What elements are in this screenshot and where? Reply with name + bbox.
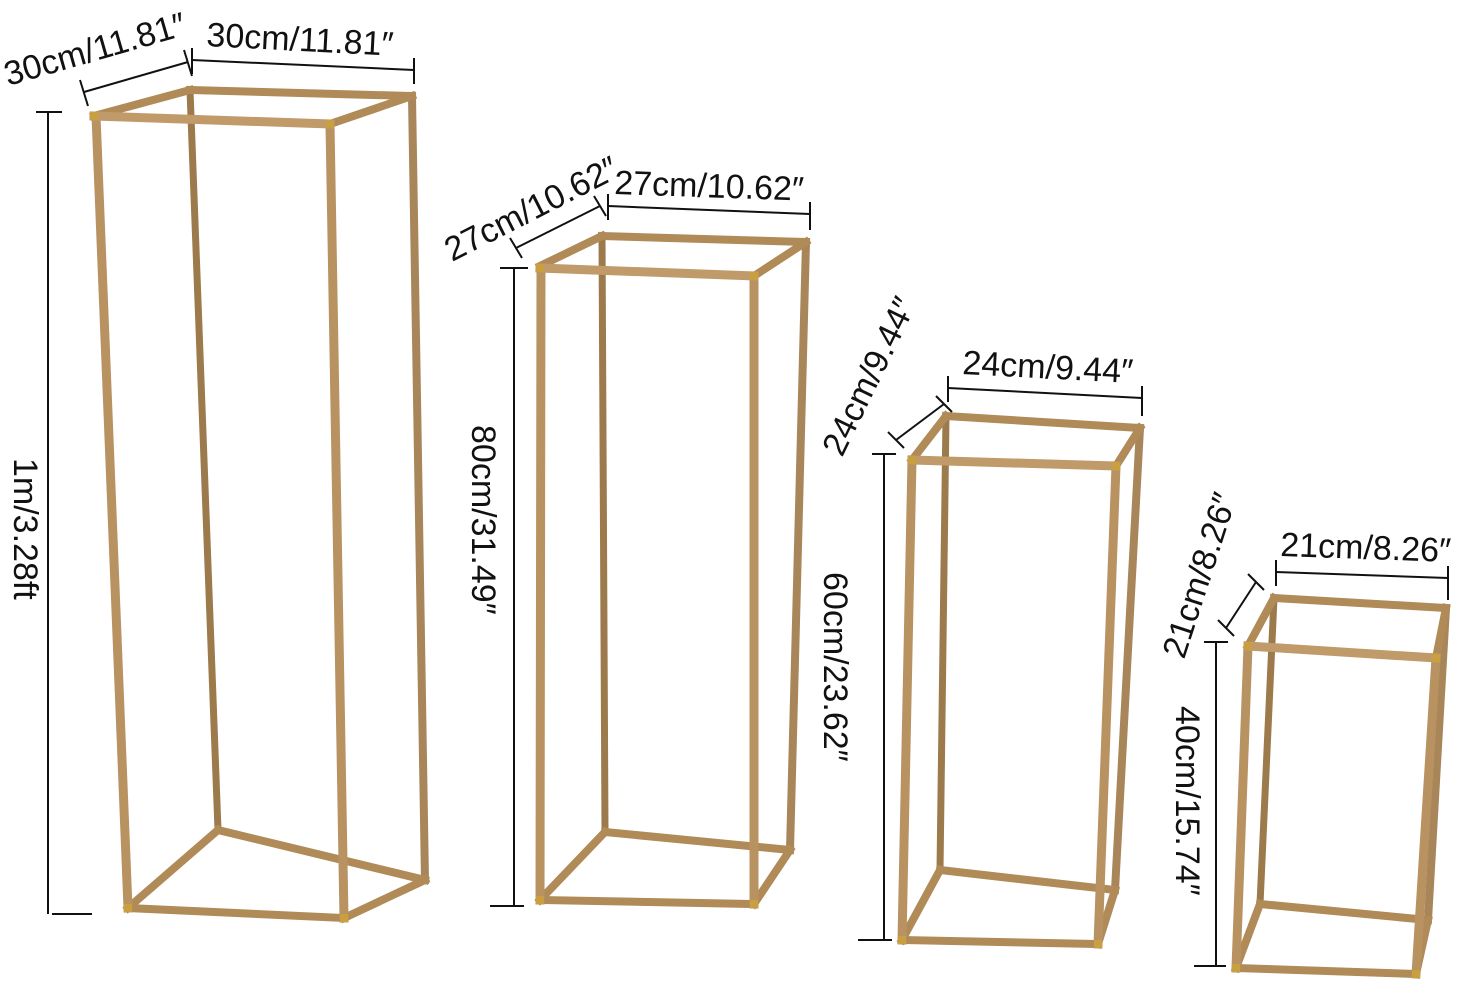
stand-100cm: 1m/3.28ft 30cm/11.81″ 30cm/11.81″ [0,6,431,924]
stand-80cm-depth-label: 27cm/10.62″ [438,149,624,269]
stand-40cm: 40cm/15.74″ 21cm/8.26″ 21cm/8.26″ [1155,488,1452,979]
stand-40cm-height-dimension: 40cm/15.74″ [1168,641,1228,967]
stand-80cm-frame [534,230,812,910]
stand-40cm-frame [1230,592,1451,979]
stand-100cm-depth-dimension: 30cm/11.81″ [0,6,193,107]
stand-60cm-width-label: 24cm/9.44″ [962,344,1135,391]
stand-80cm-depth-dimension: 27cm/10.62″ [438,149,624,269]
stand-40cm-height-label: 40cm/15.74″ [1168,706,1206,896]
stand-60cm-depth-label: 24cm/9.44″ [815,291,924,461]
stand-40cm-depth-label: 21cm/8.26″ [1155,488,1244,662]
stand-60cm-width-dimension: 24cm/9.44″ [947,344,1143,416]
stand-60cm-height-dimension: 60cm/23.62″ [816,453,896,941]
stand-40cm-depth-dimension: 21cm/8.26″ [1155,488,1265,662]
stand-60cm-height-label: 60cm/23.62″ [816,572,854,762]
stand-60cm: 60cm/23.62″ 24cm/9.44″ 24cm/9.44″ [815,291,1146,950]
stand-80cm: 80cm/31.49″ 27cm/10.62″ 27cm/10.62″ [438,149,812,910]
stand-100cm-height-dimension: 1m/3.28ft [6,111,92,915]
stand-80cm-height-dimension: 80cm/31.49″ [464,267,528,907]
stand-100cm-height-label: 1m/3.28ft [6,458,44,600]
stand-100cm-width-label: 30cm/11.81″ [206,16,395,64]
stand-40cm-width-label: 21cm/8.26″ [1280,526,1452,570]
stand-40cm-width-dimension: 21cm/8.26″ [1275,526,1452,600]
stand-80cm-width-label: 27cm/10.62″ [614,164,805,209]
stand-80cm-width-dimension: 27cm/10.62″ [607,164,811,230]
stand-60cm-frame [896,410,1146,950]
stand-100cm-width-dimension: 30cm/11.81″ [191,16,415,84]
stand-100cm-depth-label: 30cm/11.81″ [0,6,190,94]
stand-80cm-height-label: 80cm/31.49″ [464,425,502,615]
stand-100cm-frame [89,85,431,924]
